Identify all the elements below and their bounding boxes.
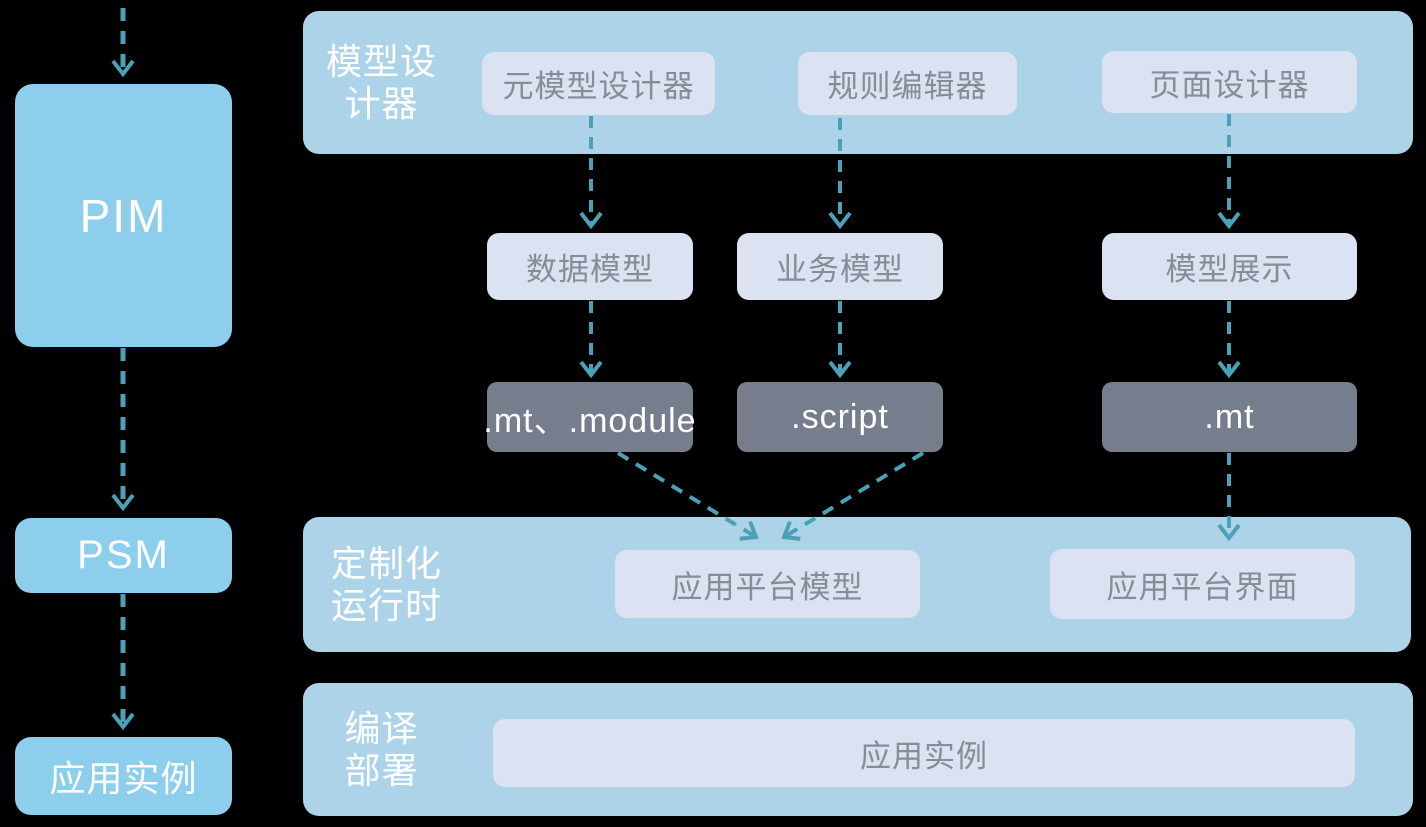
deploy-label-line1: 编译	[344, 707, 419, 749]
app-instance-wide-label: 应用实例	[860, 738, 988, 774]
designer-label-line1: 模型设	[325, 40, 437, 82]
script-artifact-node: .script	[737, 382, 943, 452]
pim-node: PIM	[15, 84, 232, 347]
mt-artifact-label: .mt	[1204, 397, 1255, 436]
designer-label: 模型设 计器	[303, 11, 460, 154]
rule-editor-node: 规则编辑器	[798, 52, 1017, 115]
mt-artifact-node: .mt	[1102, 382, 1357, 452]
data-model-label: 数据模型	[526, 252, 654, 287]
runtime-label-line1: 定制化	[331, 542, 443, 584]
psm-node: PSM	[15, 518, 232, 593]
business-model-label: 业务模型	[776, 252, 904, 287]
mt-module-artifact-label: .mt、.module	[483, 401, 697, 440]
page-designer-node: 页面设计器	[1102, 51, 1357, 113]
model-display-label: 模型展示	[1165, 252, 1294, 287]
app-instance-wide-node: 应用实例	[493, 719, 1355, 787]
deploy-label: 编译 部署	[303, 683, 460, 816]
app-instance-label: 应用实例	[49, 758, 198, 799]
app-instance-node: 应用实例	[15, 737, 232, 815]
metamodel-designer-node: 元模型设计器	[482, 52, 715, 115]
rule-editor-label: 规则编辑器	[827, 69, 988, 104]
mt-module-artifact-node: .mt、.module	[483, 382, 696, 452]
script-artifact-label: .script	[791, 397, 889, 436]
page-designer-label: 页面设计器	[1149, 67, 1310, 103]
data-model-node: 数据模型	[487, 233, 693, 300]
app-platform-model-label: 应用平台模型	[671, 569, 864, 605]
model-display-node: 模型展示	[1102, 233, 1357, 300]
runtime-label: 定制化 运行时	[303, 517, 460, 652]
metamodel-designer-label: 元模型设计器	[502, 69, 695, 104]
psm-label: PSM	[77, 533, 170, 577]
designer-label-line2: 计器	[344, 82, 419, 124]
pim-label: PIM	[79, 189, 168, 242]
deploy-label-line2: 部署	[344, 749, 419, 791]
business-model-node: 业务模型	[737, 233, 943, 300]
app-platform-model-node: 应用平台模型	[615, 550, 920, 618]
app-platform-ui-node: 应用平台界面	[1050, 549, 1355, 619]
runtime-label-line2: 运行时	[331, 584, 443, 626]
app-platform-ui-label: 应用平台界面	[1106, 569, 1299, 605]
